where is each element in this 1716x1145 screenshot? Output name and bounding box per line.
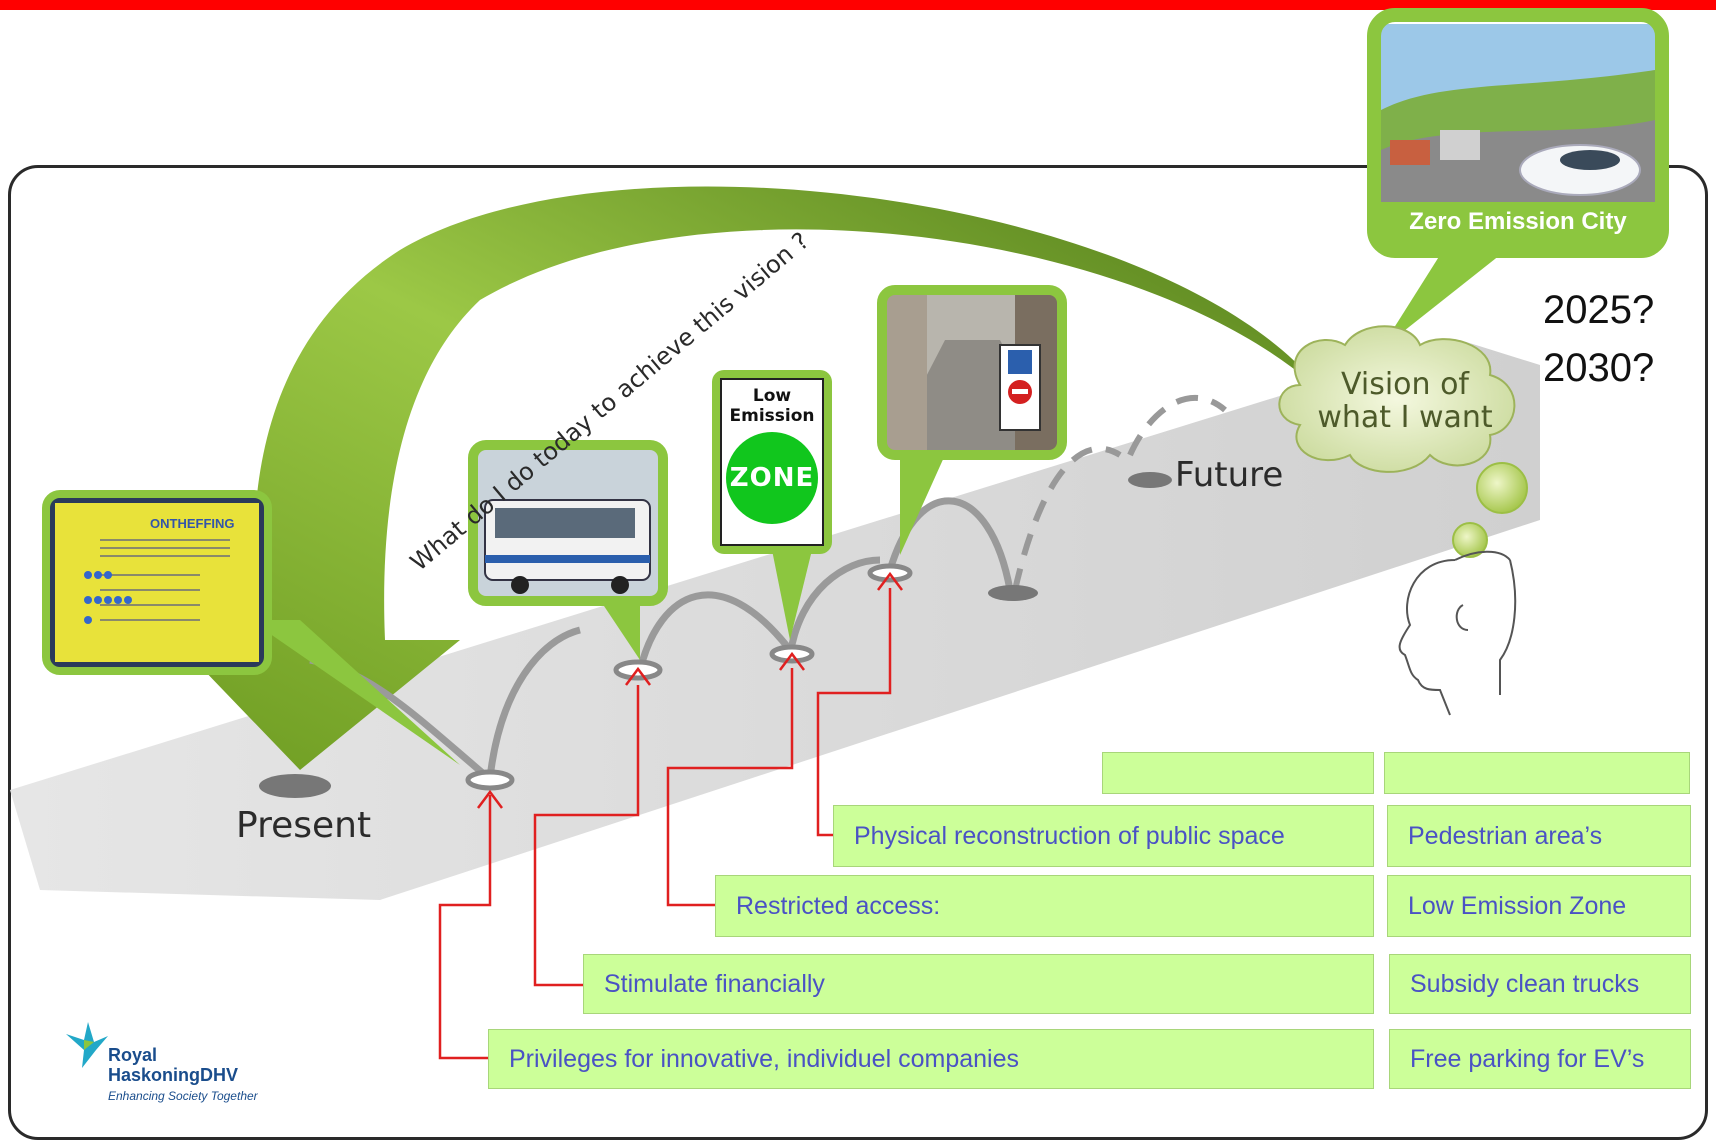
cloud-line-2: what I want xyxy=(1317,400,1493,435)
bus-windows xyxy=(495,508,635,538)
vision-caption-bar xyxy=(1381,202,1655,244)
measure-right-pedestrian: Pedestrian area’s xyxy=(1387,805,1691,867)
callout-tail-street xyxy=(900,455,945,555)
future-hop-1 xyxy=(1012,445,1122,591)
vision-caption: Zero Emission City xyxy=(1409,208,1627,235)
measure-right-parking: Free parking for EV’s xyxy=(1389,1029,1691,1089)
measure-left-privileges: Privileges for innovative, individuel co… xyxy=(488,1029,1374,1089)
sign-line-1: Low xyxy=(752,386,792,406)
bus-card xyxy=(468,440,668,606)
royal-haskoningdhv-logo-icon xyxy=(66,1022,108,1068)
measure-left-restricted: Restricted access: xyxy=(715,875,1374,937)
year-2030: 2030? xyxy=(1543,346,1655,390)
zone-circle: ZONE xyxy=(726,432,818,524)
measure-right-lez: Low Emission Zone xyxy=(1387,875,1691,937)
logo-line-1: Royal xyxy=(108,1045,158,1065)
logo-line-2: HaskoningDHV xyxy=(108,1065,239,1085)
thought-dot-large xyxy=(1476,462,1528,514)
red-connectors xyxy=(438,588,892,1060)
hop-arc-3 xyxy=(786,556,881,656)
hop-arc-1 xyxy=(486,626,581,779)
measure-right-empty xyxy=(1384,752,1690,794)
ear-outline xyxy=(1455,604,1469,631)
thought-dot-small xyxy=(1452,522,1488,558)
future-stone-2 xyxy=(1128,472,1172,488)
red-arrowheads xyxy=(477,571,903,809)
measure-left-financial: Stimulate financially xyxy=(583,954,1374,1014)
bus-stripe xyxy=(485,555,650,563)
document-photo xyxy=(52,500,262,665)
cloud-line-1: Vision of xyxy=(1341,367,1469,402)
stone-1 xyxy=(465,769,515,791)
measure-left-physical: Physical reconstruction of public space xyxy=(833,805,1374,867)
measure-left-empty xyxy=(1102,752,1374,794)
header-bar xyxy=(0,0,1716,10)
vision-card xyxy=(1367,8,1669,258)
cloud-text: Vision of what I want xyxy=(1305,368,1505,434)
logo-tagline: Enhancing Society Together xyxy=(108,1089,258,1103)
present-stone xyxy=(259,774,331,798)
callout-tail-sign xyxy=(772,550,812,640)
diagram-frame xyxy=(8,165,1708,1140)
vision-arc-arrow xyxy=(175,186,1325,771)
callout-tail-vision xyxy=(1380,255,1500,350)
present-label: Present xyxy=(236,805,372,846)
logo-wordmark: Royal HaskoningDHV xyxy=(108,1045,238,1085)
future-hop-2 xyxy=(1127,395,1227,457)
future-stone-1 xyxy=(988,585,1038,601)
measure-right-subsidy: Subsidy clean trucks xyxy=(1389,954,1691,1014)
document-lines xyxy=(100,539,230,621)
sign-line-2: Emission xyxy=(729,406,815,426)
head-outline xyxy=(1398,550,1517,716)
low-emission-sign: Low Emission ZONE xyxy=(720,378,824,546)
document-card xyxy=(42,490,272,675)
sign-zone: ZONE xyxy=(729,463,815,493)
hop-arc-2 xyxy=(636,591,793,671)
year-2025: 2025? xyxy=(1543,288,1655,332)
document-icons xyxy=(84,571,132,624)
vision-cloud xyxy=(1278,325,1516,473)
street-card xyxy=(877,285,1067,460)
document-title: ONTHEFFING xyxy=(150,516,235,531)
callout-tail-doc xyxy=(250,620,460,765)
callout-tail-bus xyxy=(600,600,640,660)
future-label: Future xyxy=(1175,455,1284,495)
